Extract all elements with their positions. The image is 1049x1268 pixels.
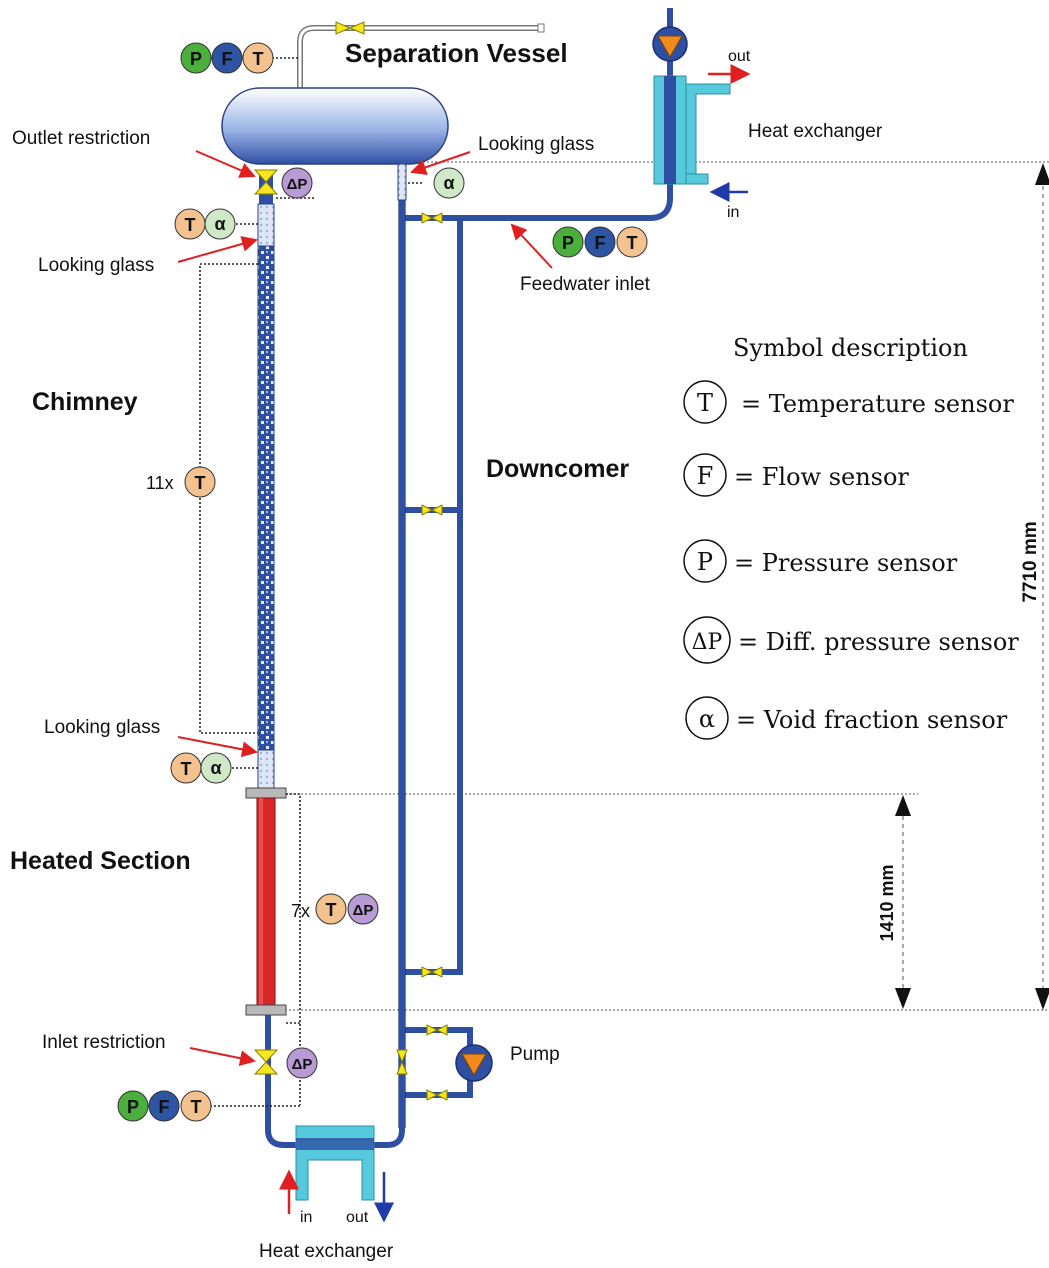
- looking-glass-top-right-label: Looking glass: [478, 134, 594, 155]
- outlet-restriction-valve: [253, 169, 279, 195]
- flow-sensor-icon: F: [159, 1097, 170, 1117]
- void-fraction-sensor-icon: α: [210, 758, 221, 778]
- legend-text-temperature: = Temperature sensor: [741, 390, 1014, 418]
- downcomer-pipe-edges: [398, 200, 406, 1128]
- downcomer-looking-glass: [397, 163, 407, 201]
- outlet-restriction-label: Outlet restriction: [12, 128, 150, 149]
- downcomer-valves: [396, 212, 448, 1101]
- temperature-sensor-icon: T: [195, 473, 206, 493]
- diff-pressure-sensor-icon: ΔP: [353, 902, 374, 919]
- chimney-bottom-sensor-group: T α: [170, 752, 232, 784]
- temperature-sensor-icon: T: [627, 233, 638, 253]
- legend-text-flow: = Flow sensor: [734, 463, 909, 491]
- chimney-temperature-sensor: T: [184, 466, 216, 498]
- vessel-top-pipe: [297, 23, 545, 90]
- diff-pressure-sensor-icon: ΔP: [292, 1056, 313, 1073]
- legend-symbol-circle: [683, 539, 727, 583]
- chimney-temperature-multiplier: 11x: [146, 473, 174, 493]
- legend-symbol-void-fraction: α: [699, 705, 715, 733]
- flow-sensor-icon: F: [222, 49, 233, 69]
- temperature-sensor-icon: T: [191, 1097, 202, 1117]
- legend-symbol-circle: [683, 380, 727, 424]
- legend-symbol-circle: [685, 696, 729, 740]
- inlet-dp-sensor: ΔP: [286, 1047, 318, 1079]
- inlet-restriction-valve: [253, 1049, 279, 1075]
- dimension-total-height: 7710 mm: [1020, 521, 1041, 602]
- void-fraction-sensor-icon: α: [214, 214, 225, 234]
- pump-label: Pump: [510, 1044, 560, 1065]
- downcomer-void-sensor: α: [433, 167, 465, 199]
- separation-vessel: [221, 87, 449, 165]
- diff-pressure-sensor-icon: ΔP: [287, 176, 308, 193]
- vessel-outlet-valve: [335, 21, 365, 35]
- legend-text-diff-pressure: = Diff. pressure sensor: [738, 628, 1019, 656]
- void-fraction-sensor-icon: α: [443, 173, 454, 193]
- legend-symbol-pressure: P: [697, 548, 713, 576]
- chimney-pipe: [257, 245, 275, 751]
- feedwater-sensor-group: P F T: [552, 226, 648, 258]
- heated-section-multiplier: 7x: [291, 901, 310, 921]
- inlet-restriction-label: Inlet restriction: [42, 1032, 166, 1053]
- heated-section-sensor-group: T ΔP: [315, 893, 379, 925]
- downcomer-label: Downcomer: [486, 455, 629, 483]
- heated-section-top-flange: [245, 787, 287, 799]
- heat-exchanger-top-label: Heat exchanger: [748, 121, 883, 142]
- callout-arrows: [177, 150, 553, 1067]
- temperature-sensor-icon: T: [181, 759, 192, 779]
- vessel-sensor-group: P F T: [180, 42, 274, 74]
- pressure-sensor-icon: P: [127, 1097, 139, 1117]
- chimney-looking-glass-upper: [257, 203, 275, 247]
- chimney-top-sensor-group: T α: [174, 208, 236, 240]
- legend-text-void-fraction: = Void fraction sensor: [736, 706, 1008, 734]
- temperature-sensor-icon: T: [185, 215, 196, 235]
- feedwater-inlet-label: Feedwater inlet: [520, 274, 651, 295]
- legend-symbol-flow: F: [697, 462, 714, 490]
- bottom-hx-in-label: in: [300, 1209, 312, 1226]
- inlet-sensor-group: P F T: [117, 1090, 212, 1122]
- heat-exchanger-bottom-label: Heat exchanger: [259, 1241, 394, 1262]
- sensor-leads: [199, 57, 422, 1107]
- bottom-heat-exchanger: [295, 1125, 375, 1201]
- legend-text-pressure: = Pressure sensor: [734, 549, 958, 577]
- pressure-sensor-icon: P: [562, 233, 574, 253]
- pressure-sensor-icon: P: [190, 49, 202, 69]
- dimension-heated-height: 1410 mm: [877, 864, 897, 941]
- legend-symbol-temperature: T: [697, 389, 713, 417]
- legend-title: Symbol description: [733, 334, 968, 362]
- circulation-pump: [455, 1044, 493, 1082]
- flow-sensor-icon: F: [595, 233, 606, 253]
- feedwater-pump: [652, 26, 688, 62]
- chimney-label: Chimney: [32, 388, 138, 416]
- looking-glass-upper-label: Looking glass: [38, 255, 154, 276]
- legend-symbol-diff-pressure: ΔP: [692, 630, 723, 655]
- temperature-sensor-icon: T: [253, 49, 264, 69]
- chimney-looking-glass-lower: [257, 749, 275, 789]
- looking-glass-lower-label: Looking glass: [44, 717, 160, 738]
- top-hx-in-label: in: [727, 204, 739, 221]
- dimension-lines: [285, 161, 1049, 1011]
- temperature-sensor-icon: T: [326, 900, 337, 920]
- legend-symbol-circle: [683, 616, 731, 664]
- bottom-hx-out-label: out: [346, 1209, 369, 1226]
- heated-section-bottom-flange: [245, 1004, 287, 1016]
- flow-arrows: [279, 64, 751, 1223]
- top-heat-exchanger: [653, 75, 731, 185]
- legend-symbol-circle: [683, 453, 727, 497]
- heater-highlight: [259, 798, 263, 1005]
- separation-vessel-title: Separation Vessel: [345, 38, 568, 68]
- downcomer-pipes: [265, 8, 673, 1148]
- top-hx-out-label: out: [728, 48, 751, 65]
- heated-section-label: Heated Section: [10, 847, 191, 875]
- symbol-legend: Symbol description T = Temperature senso…: [683, 334, 1019, 740]
- outlet-dp-sensor: ΔP: [281, 167, 313, 199]
